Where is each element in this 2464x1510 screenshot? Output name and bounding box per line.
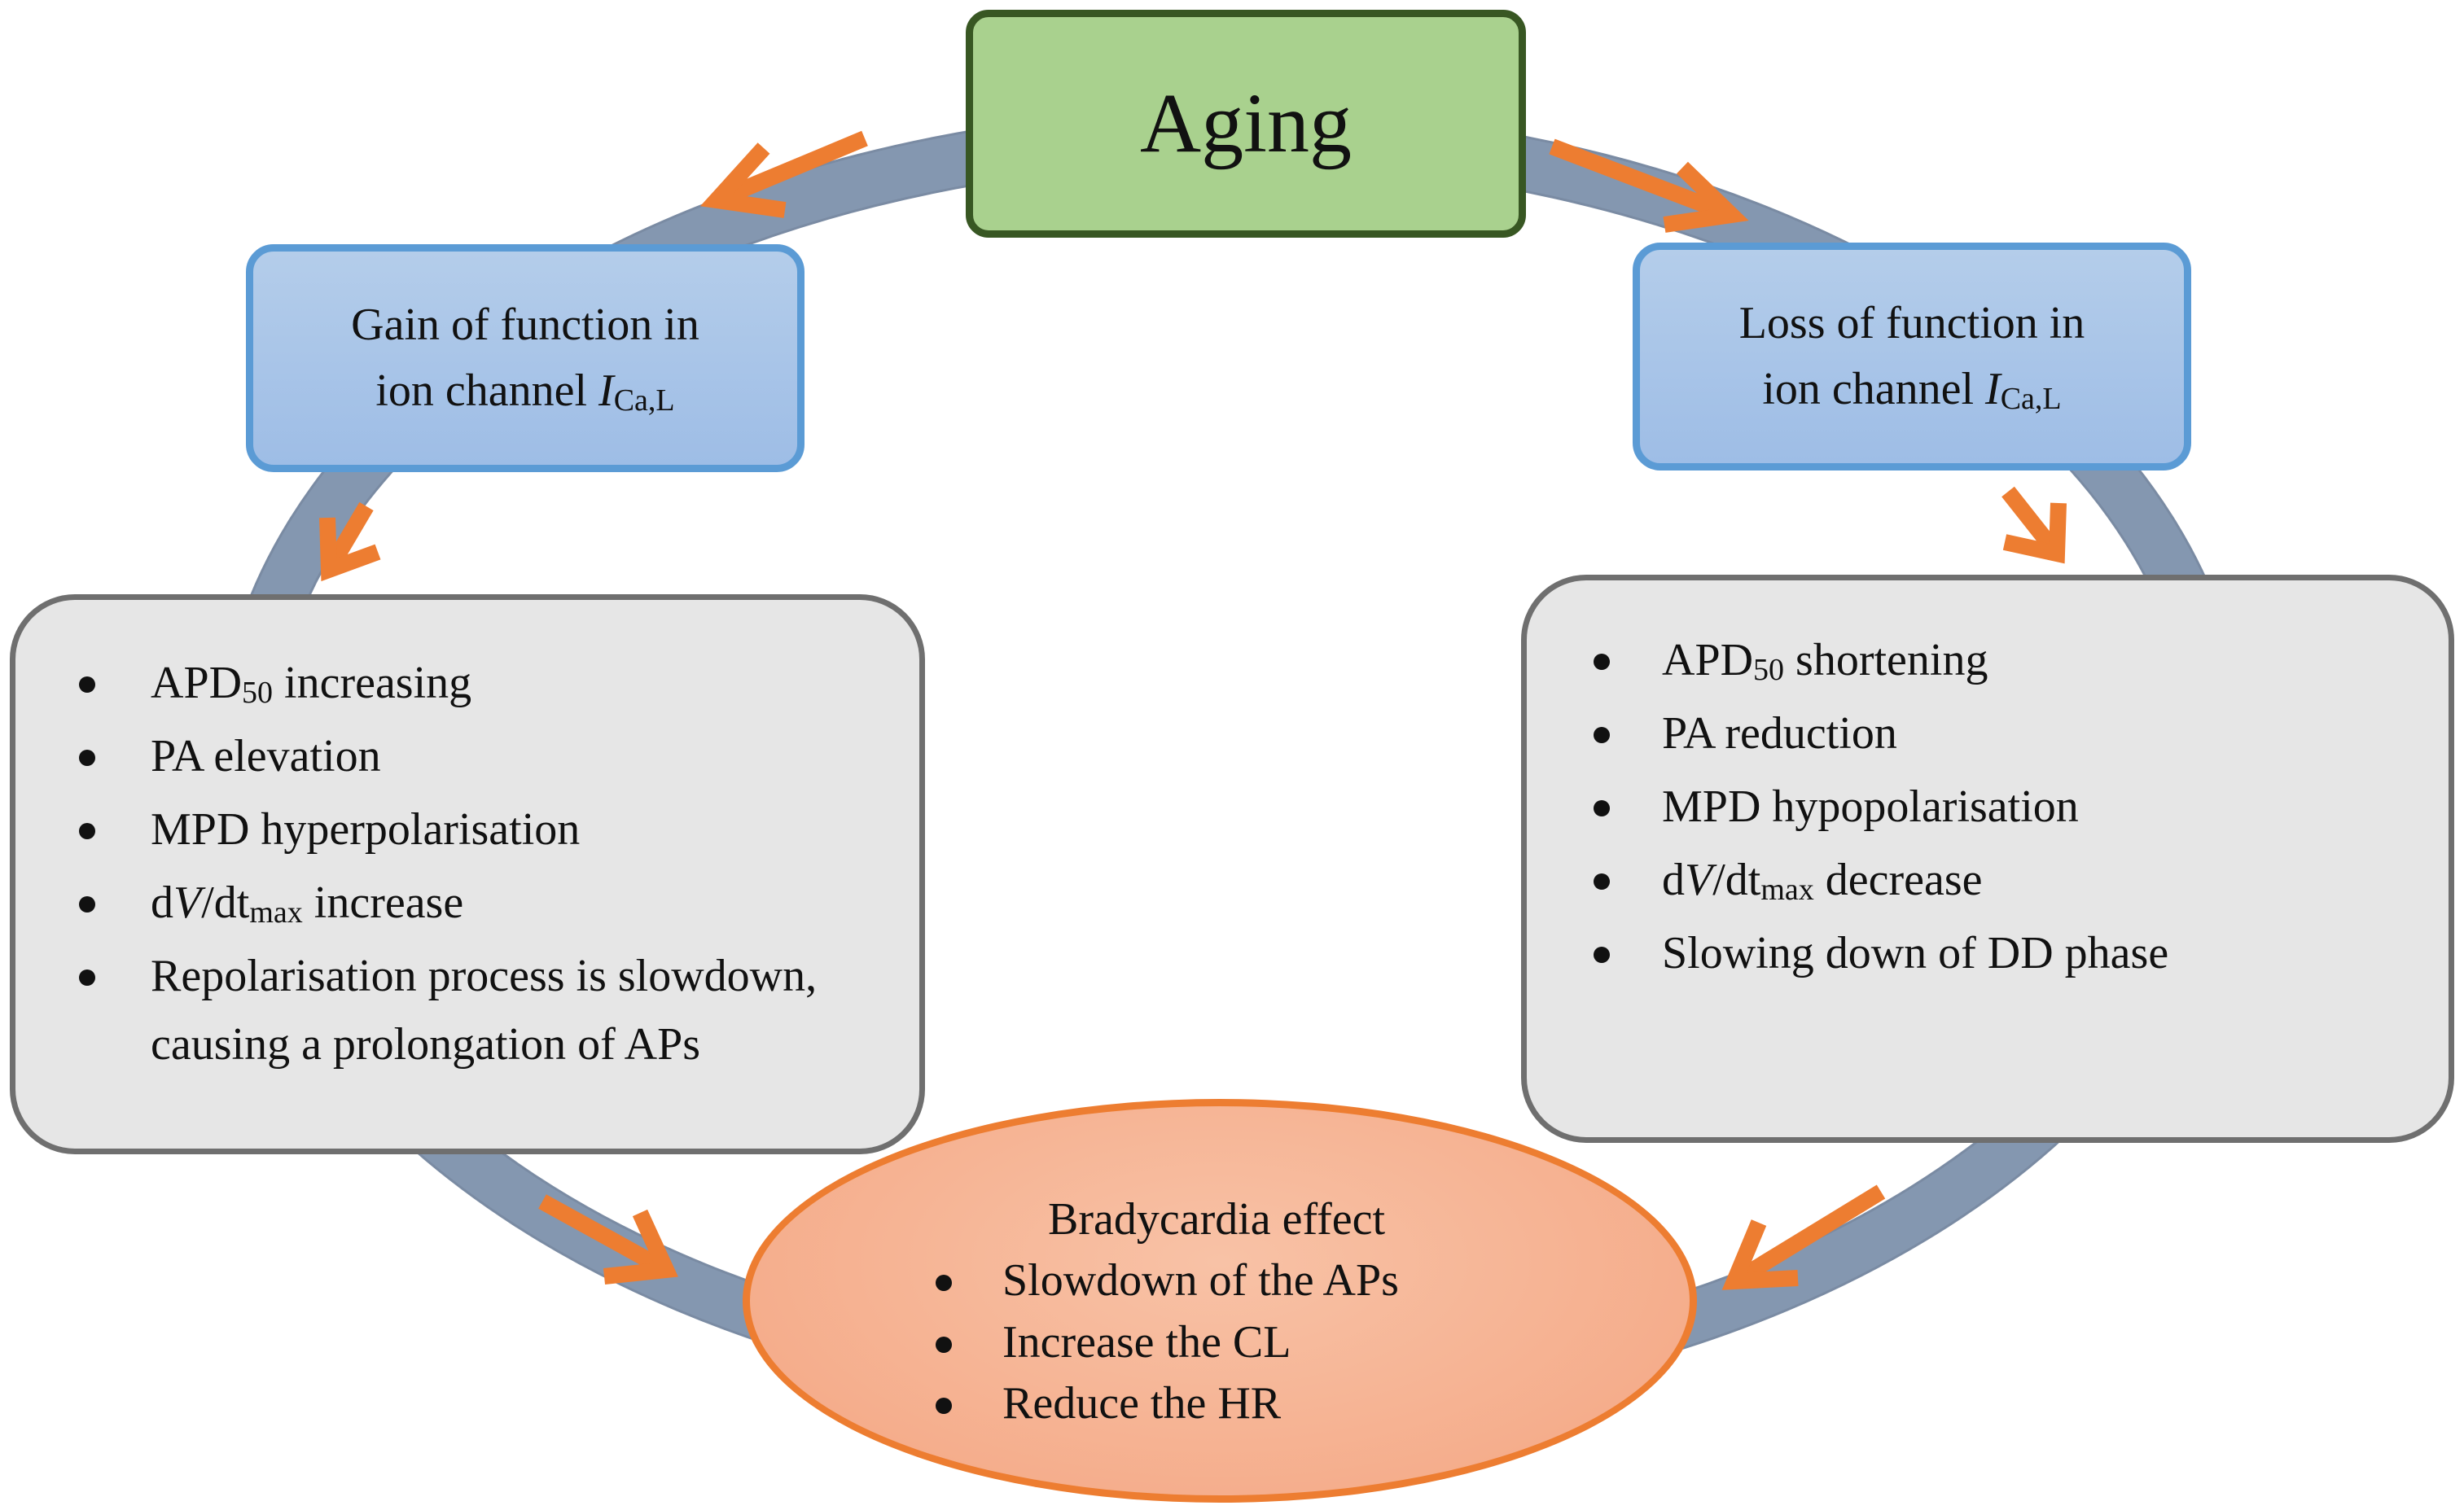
bradycardia-ellipse: Bradycardia effect Slowdown of the APs I… xyxy=(743,1099,1697,1503)
gain-box-symbol-sub: Ca,L xyxy=(613,383,675,418)
gain-box-symbol: I xyxy=(598,365,614,416)
gain-of-function-box: Gain of function in ion channel ICa,L xyxy=(246,244,805,472)
loss-box-symbol: I xyxy=(1985,364,2001,414)
loss-box-line2: ion channel ICa,L xyxy=(1762,357,2061,422)
gain-box-line2: ion channel ICa,L xyxy=(375,358,674,424)
loss-box-symbol-sub: Ca,L xyxy=(2000,382,2062,416)
gain-effect-apd50: APD50 increasing xyxy=(15,649,887,717)
arrow-aging-to-loss xyxy=(1549,138,1749,233)
arrow-gain-effects-to-bradycardia xyxy=(538,1194,678,1285)
loss-box-prefix: ion channel xyxy=(1762,364,1986,414)
loss-effect-dvdt: dV/dtmax decrease xyxy=(1527,846,2416,914)
arrow-loss-to-effects xyxy=(2001,486,2067,564)
bradycardia-title: Bradycardia effect xyxy=(1048,1194,1386,1245)
bradycardia-item: Increase the CL xyxy=(913,1312,1399,1374)
arrow-gain-to-effects xyxy=(319,501,381,582)
arrow-loss-effects-to-bradycardia xyxy=(1721,1184,1886,1290)
gain-effect-pa: PA elevation xyxy=(15,722,887,790)
gain-effect-mpd: MPD hyperpolarisation xyxy=(15,795,887,864)
bradycardia-item: Reduce the HR xyxy=(913,1373,1399,1435)
gain-effect-repolarisation: Repolarisation process is slowdown,causi… xyxy=(15,942,887,1079)
loss-of-function-box: Loss of function in ion channel ICa,L xyxy=(1633,243,2191,471)
gain-effects-list: APD50 increasing PA elevation MPD hyperp… xyxy=(15,649,887,1079)
gain-effect-dvdt: dV/dtmax increase xyxy=(15,869,887,937)
loss-effect-pa: PA reduction xyxy=(1527,699,2416,768)
loss-box-line1: Loss of function in xyxy=(1738,297,2085,348)
loss-effect-apd50: APD50 shortening xyxy=(1527,626,2416,694)
aging-box: Aging xyxy=(966,10,1526,238)
bradycardia-list: Slowdown of the APs Increase the CL Redu… xyxy=(913,1250,1399,1435)
gain-box-prefix: ion channel xyxy=(375,365,599,416)
gain-box-line1: Gain of function in xyxy=(351,299,699,350)
loss-effect-dd-phase: Slowing down of DD phase xyxy=(1527,919,2416,987)
gain-effects-box: APD50 increasing PA elevation MPD hyperp… xyxy=(10,594,925,1154)
loss-effects-list: APD50 shortening PA reduction MPD hypopo… xyxy=(1527,626,2416,987)
aging-label: Aging xyxy=(1140,77,1352,170)
arrow-aging-to-gain xyxy=(699,130,868,218)
loss-effects-box: APD50 shortening PA reduction MPD hypopo… xyxy=(1521,575,2454,1143)
loss-effect-mpd: MPD hypopolarisation xyxy=(1527,773,2416,841)
bradycardia-item: Slowdown of the APs xyxy=(913,1250,1399,1312)
